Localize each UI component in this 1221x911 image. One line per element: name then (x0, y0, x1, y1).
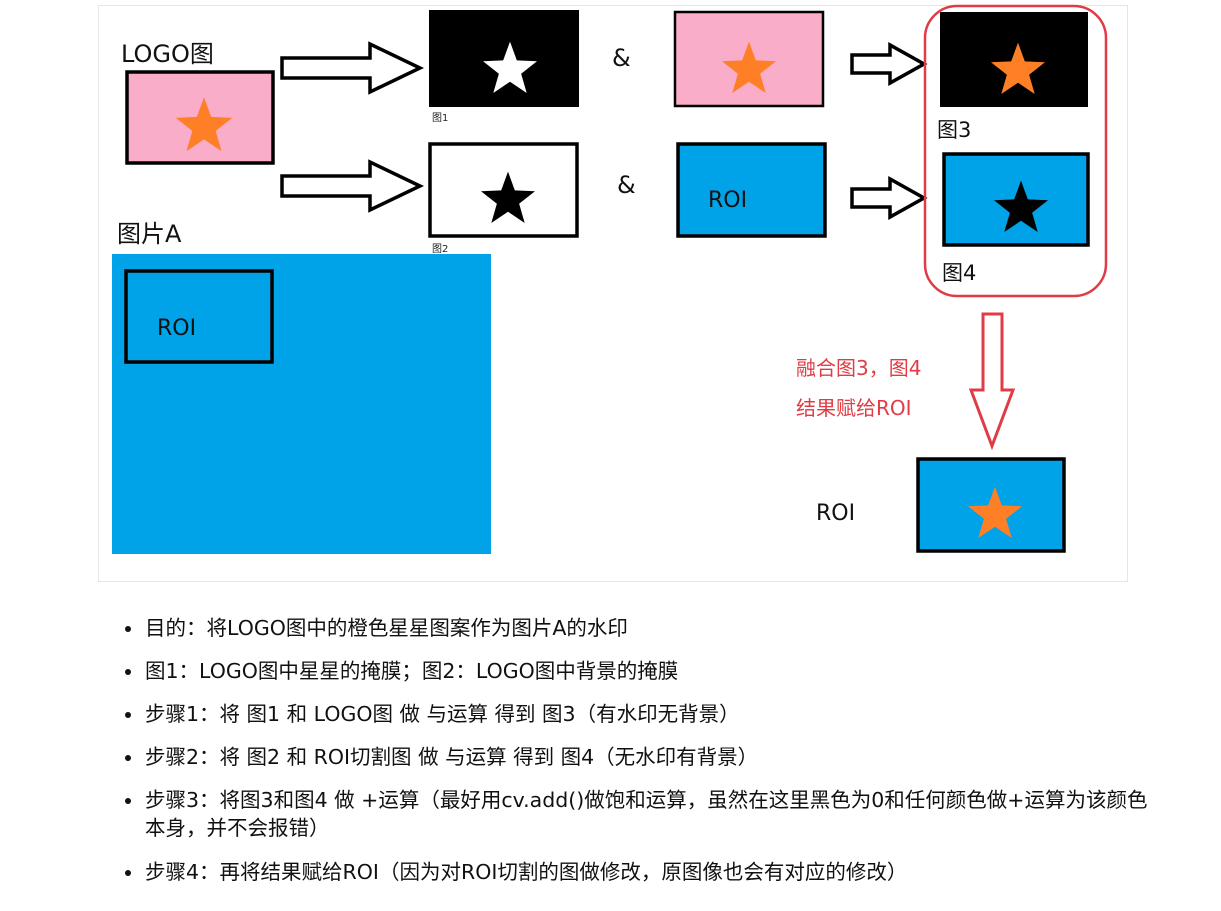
label-image-a: 图片A (117, 220, 182, 248)
amp-bottom: & (617, 171, 636, 199)
label-fig1: 图1 (432, 112, 448, 124)
arrow-logo-to-fig2 (280, 159, 425, 213)
note-step3: 步骤3：将图3和图4 做 +运算（最好用cv.add()做饱和运算，虽然在这里黑… (120, 786, 1160, 842)
label-roi-result: ROI (816, 501, 855, 526)
results-group-outline (923, 4, 1108, 298)
note-step2: 步骤2：将 图2 和 ROI切割图 做 与运算 得到 图4（无水印有背景） (120, 743, 1160, 771)
note-masks: 图1：LOGO图中星星的掩膜；图2：LOGO图中背景的掩膜 (120, 657, 1160, 685)
watermark-diagram: LOGO图 图1 图2 & & ROI 图3 图4 (98, 4, 1128, 582)
fig1-star-mask (429, 10, 579, 107)
logo-image (125, 70, 275, 165)
note-goal: 目的：将LOGO图中的橙色星星图案作为图片A的水印 (120, 614, 1160, 642)
arrow-to-fig4 (850, 176, 928, 220)
fig3-watermark-only (940, 12, 1088, 107)
fig4-background-only (942, 152, 1090, 247)
arrow-to-fig3 (850, 42, 928, 86)
fig2-background-mask (428, 142, 579, 238)
explanation-list: 目的：将LOGO图中的橙色星星图案作为图片A的水印 图1：LOGO图中星星的掩膜… (120, 614, 1160, 901)
amp-top: & (612, 44, 631, 72)
roi-cut-image (676, 142, 827, 238)
label-roi-box: ROI (708, 188, 747, 213)
roi-region (124, 269, 274, 364)
merge-text-line1: 融合图3，图4 (796, 356, 921, 380)
arrow-logo-to-fig1 (280, 41, 425, 95)
merge-text-line2: 结果赋给ROI (796, 396, 912, 420)
logo-copy (673, 10, 825, 108)
image-a (112, 254, 491, 554)
note-step1: 步骤1：将 图1 和 LOGO图 做 与运算 得到 图3（有水印无背景） (120, 700, 1160, 728)
note-step4: 步骤4：再将结果赋给ROI（因为对ROI切割的图做修改，原图像也会有对应的修改） (120, 858, 1160, 886)
label-logo: LOGO图 (121, 40, 214, 68)
merge-down-arrow (968, 312, 1016, 451)
label-fig2: 图2 (432, 243, 448, 255)
label-fig3: 图3 (937, 118, 971, 142)
roi-result-image (916, 457, 1066, 553)
label-roi-in-a: ROI (157, 316, 196, 341)
label-fig4: 图4 (942, 261, 976, 285)
